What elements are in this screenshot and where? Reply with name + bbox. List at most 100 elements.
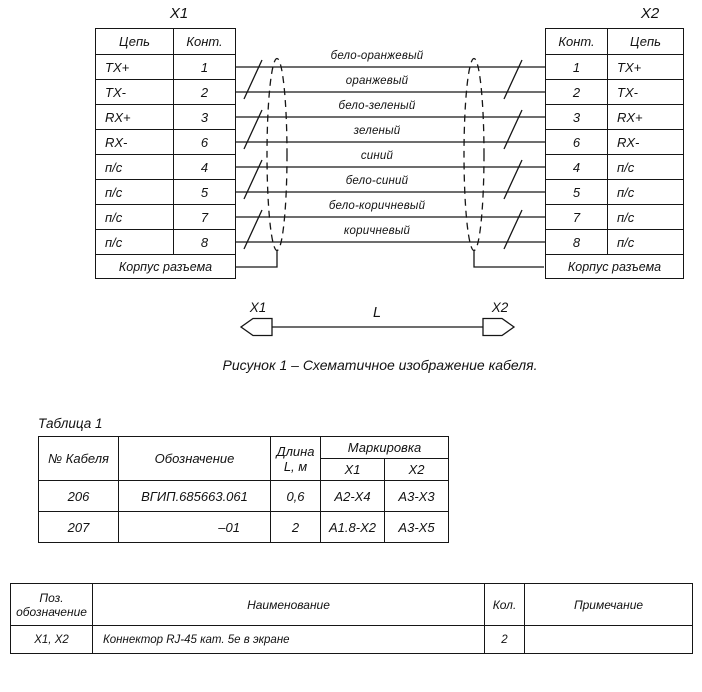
circuit-cell: RX+ — [95, 104, 174, 130]
connector-symbol-x1 — [239, 317, 273, 337]
shield-ground-left — [236, 250, 278, 268]
wire-color-label-4: зеленый — [353, 125, 401, 137]
pin-cell: 5 — [545, 179, 608, 205]
wire-color-label-7: бело-коричневый — [328, 200, 426, 212]
designation-cell: –01 — [118, 511, 271, 543]
circuit-cell: TX+ — [95, 54, 174, 80]
sketch-x2-label: X2 — [491, 300, 509, 315]
qty-cell: 2 — [484, 625, 525, 654]
connector-body-cell: Корпус разъема — [545, 254, 684, 279]
wire-color-label-1: бело-оранжевый — [330, 50, 424, 62]
circuit-cell: п/с — [95, 179, 174, 205]
pin-cell: 6 — [545, 129, 608, 155]
cable-no-header: № Кабеля — [38, 436, 119, 481]
marking-x2-header: X2 — [384, 458, 449, 481]
designation-header: Обозначение — [118, 436, 271, 481]
length-header-line1: Длина — [276, 443, 315, 459]
twist-marks-right — [503, 59, 523, 250]
x2-designator: X2 — [640, 5, 660, 22]
pin-cell: 6 — [173, 129, 236, 155]
circuit-cell: п/с — [607, 154, 684, 180]
circuit-cell: TX- — [607, 79, 684, 105]
pos-cell: X1, X2 — [10, 625, 93, 654]
table-row: 207 –01 2 А1.8-Х2 А3-Х5 — [38, 511, 449, 543]
pos-header-line2: обозначение — [16, 604, 87, 619]
length-cell: 2 — [270, 511, 321, 543]
table-row: TX-2 — [95, 79, 236, 105]
marking-x1-cell: А1.8-Х2 — [320, 511, 385, 543]
pin-cell: 2 — [545, 79, 608, 105]
length-cell: 0,6 — [270, 480, 321, 512]
circuit-cell: п/с — [95, 204, 174, 230]
circuit-header: Цепь — [95, 28, 174, 55]
pos-header: Поз. обозначение — [10, 583, 93, 626]
contact-header: Конт. — [545, 28, 608, 55]
wire-color-label-8: коричневый — [343, 225, 411, 237]
pin-cell: 2 — [173, 79, 236, 105]
circuit-cell: п/с — [607, 179, 684, 205]
designation-cell: ВГИП.685663.061 — [118, 480, 271, 512]
pin-cell: 7 — [545, 204, 608, 230]
circuit-cell: RX+ — [607, 104, 684, 130]
pin-cell: 8 — [173, 229, 236, 255]
wire-color-label-2: оранжевый — [345, 75, 409, 87]
connector-symbol-x2 — [482, 317, 516, 337]
cable-marking-table: № Кабеля Обозначение Длина L, м Маркиров… — [38, 436, 449, 543]
circuit-cell: RX- — [607, 129, 684, 155]
pin-cell: 5 — [173, 179, 236, 205]
cable-no-cell: 207 — [38, 511, 119, 543]
marking-x2-cell: А3-Х5 — [384, 511, 449, 543]
length-label: L — [372, 305, 382, 321]
pin-cell: 3 — [173, 104, 236, 130]
table-row: RX+3 — [95, 104, 236, 130]
figure-caption: Рисунок 1 – Схематичное изображение кабе… — [222, 357, 538, 373]
pin-cell: 1 — [173, 54, 236, 80]
circuit-cell: RX- — [95, 129, 174, 155]
pin-cell: 1 — [545, 54, 608, 80]
name-cell: Коннектор RJ-45 кат. 5е в экране — [92, 625, 485, 654]
contact-header: Конт. — [173, 28, 236, 55]
name-header: Наименование — [92, 583, 485, 626]
pin-cell: 4 — [173, 154, 236, 180]
marking-x2-cell: А3-Х3 — [384, 480, 449, 512]
pin-cell: 7 — [173, 204, 236, 230]
table-row: Корпус разъема — [545, 254, 684, 279]
table-row: RX-6 — [95, 129, 236, 155]
sketch-x1-label: X1 — [249, 300, 267, 315]
circuit-cell: TX- — [95, 79, 174, 105]
circuit-cell: п/с — [607, 204, 684, 230]
shield-ground-right — [473, 250, 544, 268]
pin-cell: 4 — [545, 154, 608, 180]
circuit-cell: п/с — [95, 229, 174, 255]
pin-cell: 3 — [545, 104, 608, 130]
cable-no-cell: 206 — [38, 480, 119, 512]
twist-marks-left — [243, 59, 263, 250]
circuit-cell: п/с — [607, 229, 684, 255]
length-header-line2: L, м — [283, 458, 308, 474]
wire-color-label-3: бело-зеленый — [338, 100, 416, 112]
note-header: Примечание — [524, 583, 693, 626]
qty-header: Кол. — [484, 583, 525, 626]
pos-header-line1: Поз. — [39, 590, 64, 605]
bom-table: Поз. обозначение Наименование Кол. Приме… — [10, 583, 693, 654]
marking-header: Маркировка — [320, 436, 449, 459]
wire-color-label-6: бело-синий — [345, 175, 409, 187]
table-row: Корпус разъема — [95, 254, 236, 279]
pin-cell: 8 — [545, 229, 608, 255]
length-header: Длина L, м — [270, 436, 321, 481]
marking-x1-cell: А2-Х4 — [320, 480, 385, 512]
table-row: TX+1 — [95, 54, 236, 80]
table1-title: Таблица 1 — [38, 416, 103, 431]
